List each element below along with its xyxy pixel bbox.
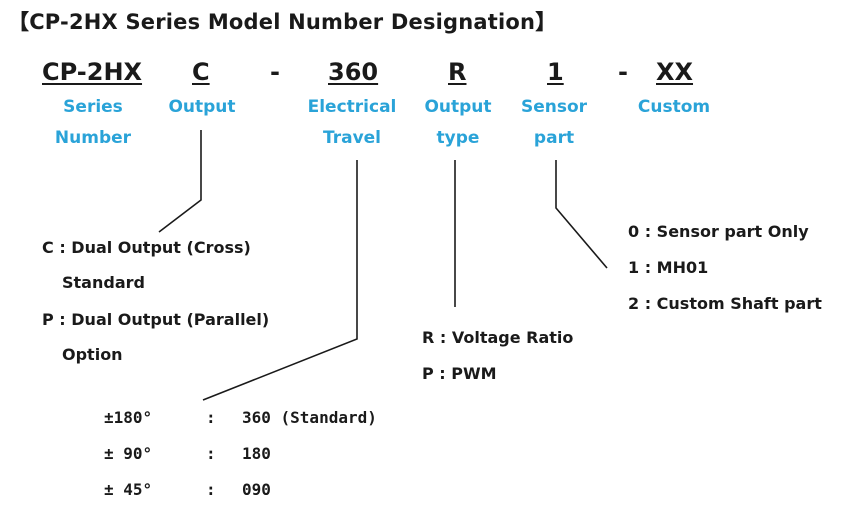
label-output: Output — [168, 97, 236, 117]
label-series: Series Number — [40, 92, 146, 154]
label-series-line1: Series — [63, 97, 123, 117]
segment-custom: XX — [656, 58, 694, 86]
label-travel-line1: Electrical — [307, 97, 397, 117]
connector-travel — [202, 160, 358, 401]
output-option-c-note: Standard — [62, 273, 145, 292]
connector-sensor — [555, 160, 608, 269]
sensor-option-1: 1 : MH01 — [628, 258, 709, 277]
output-option-p: P : Dual Output (Parallel) — [42, 310, 270, 329]
segment-dash-2: - — [618, 58, 628, 86]
travel-option-sep: : — [206, 444, 216, 463]
segment-series: CP-2HX — [42, 58, 143, 86]
travel-option-angle: ± 45° — [104, 480, 153, 499]
output-option-p-note: Option — [62, 345, 123, 364]
segment-dash-1: - — [270, 58, 280, 86]
sensor-option-2: 2 : Custom Shaft part — [628, 294, 822, 313]
label-travel: Electrical Travel — [300, 92, 404, 154]
label-output-type: Output type — [418, 92, 498, 154]
output-type-option-r: R : Voltage Ratio — [422, 328, 574, 347]
segment-output: C — [192, 58, 210, 86]
label-travel-line2: Travel — [322, 128, 382, 148]
sensor-option-0: 0 : Sensor part Only — [628, 222, 809, 241]
travel-option-angle: ±180° — [104, 408, 153, 427]
output-option-c: C : Dual Output (Cross) — [42, 238, 251, 257]
label-output-type-line2: type — [436, 128, 480, 148]
segment-sensor: 1 — [547, 58, 564, 86]
label-series-line2: Number — [54, 128, 132, 148]
label-sensor: Sensor part — [514, 92, 594, 154]
label-custom: Custom — [637, 97, 711, 117]
travel-option-code: 360 (Standard) — [242, 408, 377, 427]
travel-option-sep: : — [206, 408, 216, 427]
connector-output — [158, 130, 202, 233]
label-output-type-line1: Output — [424, 97, 492, 117]
travel-option-code: 090 — [242, 480, 271, 499]
travel-option-code: 180 — [242, 444, 271, 463]
travel-option-angle: ± 90° — [104, 444, 153, 463]
label-sensor-line1: Sensor — [520, 97, 588, 117]
diagram-title: 【CP-2HX Series Model Number Designation】 — [8, 10, 557, 34]
segment-output-type: R — [448, 58, 467, 86]
output-type-option-p: P : PWM — [422, 364, 497, 383]
travel-option-sep: : — [206, 480, 216, 499]
segment-travel: 360 — [328, 58, 379, 86]
label-sensor-line2: part — [533, 128, 575, 148]
